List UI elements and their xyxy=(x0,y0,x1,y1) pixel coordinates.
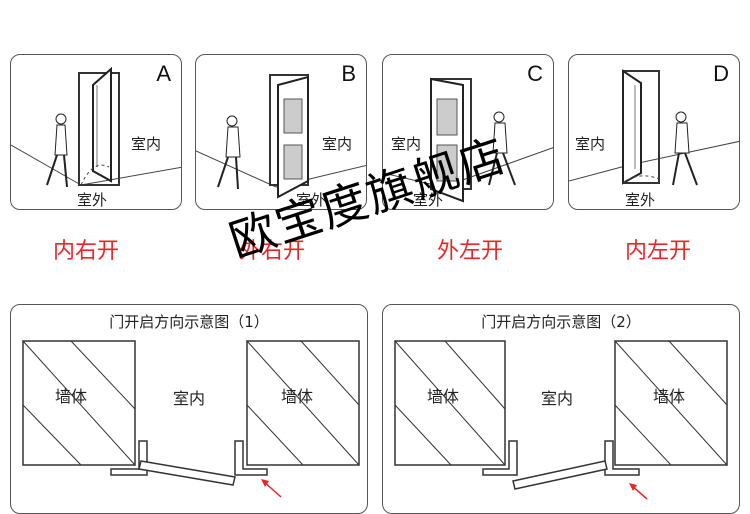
label-inside: 室内 xyxy=(131,135,162,153)
door-direction-diagram-2: 门开启方向示意图（2） 墙体 室内 墙体 xyxy=(382,304,740,514)
label-outside: 室外 xyxy=(296,191,327,209)
indoor-label: 室内 xyxy=(541,389,574,408)
door-panel-c: C 室内 室外 xyxy=(382,54,554,210)
diagram-title: 门开启方向示意图（1） xyxy=(109,313,269,331)
caption-d: 内左开 xyxy=(624,239,691,264)
label-inside: 室内 xyxy=(575,135,606,153)
label-outside: 室外 xyxy=(413,191,444,209)
door-panel-d: D 室内 室外 xyxy=(568,54,740,210)
label-outside: 室外 xyxy=(77,191,108,209)
door-direction-diagram-1: 门开启方向示意图（1） 墙体 室内 墙体 xyxy=(10,304,368,514)
door-illustration-a xyxy=(11,66,181,188)
caption-a: 内右开 xyxy=(52,239,119,264)
door-illustration-c xyxy=(383,77,553,203)
wall-label: 墙体 xyxy=(427,387,460,406)
wall-label: 墙体 xyxy=(55,387,88,406)
diagram-title: 门开启方向示意图（2） xyxy=(481,313,641,331)
caption-b: 外右开 xyxy=(238,239,305,264)
door-illustration-b xyxy=(196,74,366,199)
floor-plan-2 xyxy=(394,340,728,500)
panel-letter: D xyxy=(713,61,729,86)
panel-letter: C xyxy=(527,61,543,86)
door-panel-b: B 室内 室外 xyxy=(195,54,367,210)
panel-letter: A xyxy=(156,61,171,86)
wall-label: 墙体 xyxy=(281,387,314,406)
wall-label: 墙体 xyxy=(653,387,686,406)
floor-plan-1 xyxy=(22,340,360,498)
panel-letter: B xyxy=(341,61,356,86)
label-inside: 室内 xyxy=(322,135,353,153)
door-illustration-d xyxy=(569,69,739,186)
label-outside: 室外 xyxy=(625,191,656,209)
indoor-label: 室内 xyxy=(173,389,206,408)
label-inside: 室内 xyxy=(391,135,422,153)
caption-c: 外左开 xyxy=(436,239,503,264)
door-panel-a: A 室内 室外 xyxy=(10,54,182,210)
